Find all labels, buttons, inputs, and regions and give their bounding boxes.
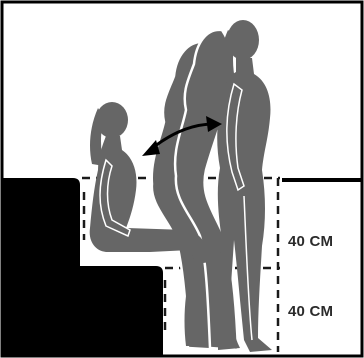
lower-height-label: 40 CM (288, 303, 333, 320)
upper-height-label: 40 CM (288, 233, 333, 250)
